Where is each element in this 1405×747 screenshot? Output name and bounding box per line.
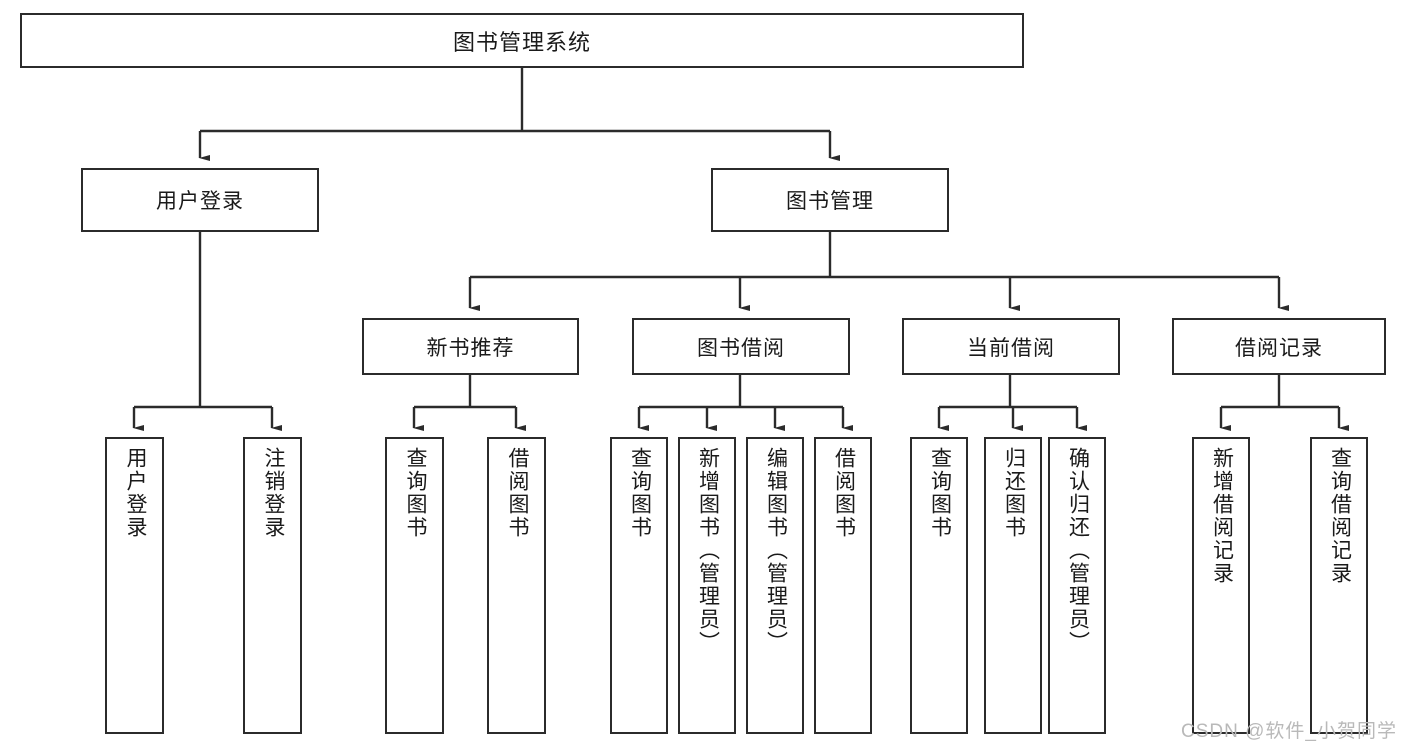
node-label: 注销登录 [261, 447, 285, 539]
node-borrow-record[interactable]: 借阅记录 [1172, 318, 1386, 375]
node-label: 确认归还（管理员） [1066, 447, 1090, 654]
leaf-query-book[interactable]: 查询图书 [610, 437, 668, 734]
node-label: 用户登录 [123, 447, 147, 539]
node-root-system[interactable]: 图书管理系统 [20, 13, 1024, 68]
node-label: 新书推荐 [426, 336, 515, 360]
node-new-book-recommend[interactable]: 新书推荐 [362, 318, 579, 375]
leaf-query-book-rec[interactable]: 查询图书 [385, 437, 444, 734]
leaf-edit-book-admin[interactable]: 编辑图书（管理员） [746, 437, 804, 734]
node-label: 图书管理 [786, 190, 874, 213]
node-current-borrow[interactable]: 当前借阅 [902, 318, 1120, 375]
leaf-borrow-book[interactable]: 借阅图书 [814, 437, 872, 734]
node-label: 新增借阅记录 [1210, 447, 1234, 585]
leaf-query-book-cur[interactable]: 查询图书 [910, 437, 968, 734]
node-label: 查询图书 [403, 447, 427, 539]
node-book-borrow[interactable]: 图书借阅 [632, 318, 850, 375]
node-label: 图书借阅 [697, 336, 785, 360]
node-label: 查询图书 [928, 447, 952, 539]
node-label: 图书管理系统 [452, 29, 591, 55]
node-label: 新增图书（管理员） [696, 447, 720, 654]
node-label: 归还图书 [1002, 447, 1026, 539]
node-label: 查询借阅记录 [1328, 447, 1352, 585]
node-label: 借阅图书 [505, 447, 529, 539]
watermark: CSDN @软件_小贺同学 [1181, 721, 1397, 742]
node-book-manage[interactable]: 图书管理 [711, 168, 949, 232]
node-label: 编辑图书（管理员） [764, 447, 788, 654]
leaf-confirm-return[interactable]: 确认归还（管理员） [1048, 437, 1106, 734]
node-label: 查询图书 [628, 447, 652, 539]
leaf-add-borrow-record[interactable]: 新增借阅记录 [1192, 437, 1250, 734]
leaf-query-borrow-rec[interactable]: 查询借阅记录 [1310, 437, 1368, 734]
node-user-login[interactable]: 用户登录 [81, 168, 319, 232]
node-label: 当前借阅 [967, 336, 1055, 360]
leaf-return-book[interactable]: 归还图书 [984, 437, 1042, 734]
leaf-logout-login[interactable]: 注销登录 [243, 437, 302, 734]
node-label: 借阅图书 [832, 447, 856, 539]
leaf-borrow-book-rec[interactable]: 借阅图书 [487, 437, 546, 734]
leaf-add-book-admin[interactable]: 新增图书（管理员） [678, 437, 736, 734]
node-label: 借阅记录 [1235, 336, 1323, 360]
leaf-user-login[interactable]: 用户登录 [105, 437, 164, 734]
node-label: 用户登录 [156, 190, 244, 213]
